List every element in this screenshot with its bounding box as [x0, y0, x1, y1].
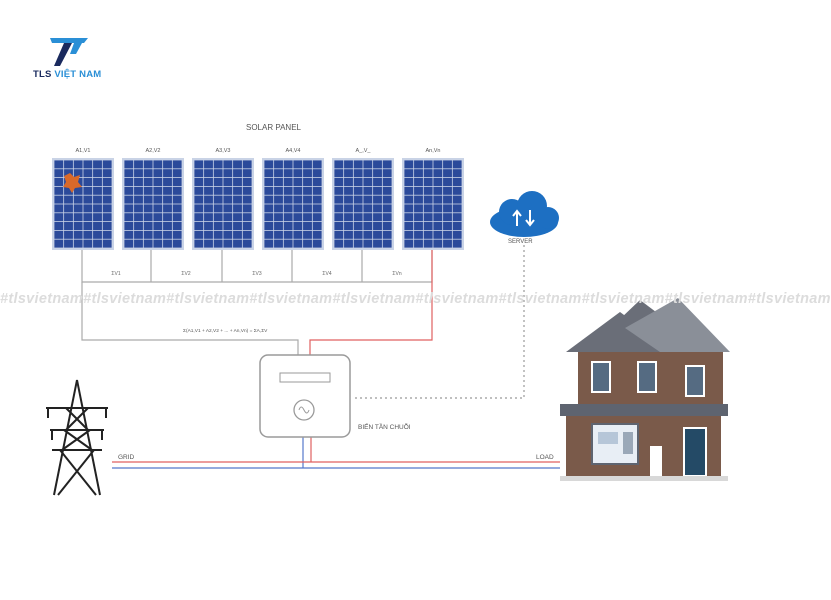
panel-label: An,Vn: [426, 148, 441, 154]
bus-label: ΣV2: [181, 271, 190, 277]
server-cloud-icon: [490, 191, 559, 237]
logo-word-2: VIỆT NAM: [54, 69, 102, 80]
collector-gray: [81, 282, 299, 355]
solar-panel-title: SOLAR PANEL: [246, 123, 302, 132]
panel-label: A3,V3: [216, 148, 231, 154]
string-inverter: [259, 354, 351, 438]
panel-label: A1,V1: [76, 148, 91, 154]
panel-bus-top: [81, 250, 433, 283]
solar-panel: An,Vn: [402, 148, 464, 250]
solar-panel: A3,V3: [192, 148, 254, 250]
watermark-text: #tlsvietnam#tlsvietnam#tlsvietnam#tlsvie…: [0, 291, 831, 307]
solar-panel: A1,V1: [52, 148, 114, 250]
hotspot-icon: [63, 173, 82, 193]
server-label: SERVER: [508, 239, 533, 245]
bus-label: ΣV1: [111, 271, 120, 277]
solar-panel: A2,V2: [122, 148, 184, 250]
tls-logo-icon: [50, 38, 88, 66]
server-link: [355, 245, 525, 399]
logo-word-1: TLS: [33, 69, 52, 80]
solar-panel: A_,V_: [332, 148, 394, 250]
panel-label: A2,V2: [146, 148, 161, 154]
house-icon: [560, 298, 730, 481]
diagram-labels: SOLAR PANEL SERVER BIẾN TẦN CHUỖI GRID L…: [118, 123, 554, 461]
panel-label: A_,V_: [356, 148, 372, 154]
bus-label: ΣV3: [252, 271, 261, 277]
collector-red: [309, 250, 433, 355]
bus-label: ΣV4: [322, 271, 331, 277]
grid-label: GRID: [118, 454, 135, 461]
grid-tower-icon: [46, 379, 108, 496]
bus-label: ΣVn: [392, 271, 401, 277]
panel-label: A4,V4: [286, 148, 301, 154]
inverter-label: BIẾN TẦN CHUỖI: [358, 421, 411, 431]
solar-panel: A4,V4: [262, 148, 324, 250]
load-label: LOAD: [536, 454, 554, 461]
wiring: [81, 245, 560, 469]
sum-label: Σ(A1,V1 + A2,V2 + ... + An,Vn) = ΣA,ΣV: [183, 328, 268, 334]
logo-wordmark: TLS VIỆT NAM: [33, 69, 101, 80]
